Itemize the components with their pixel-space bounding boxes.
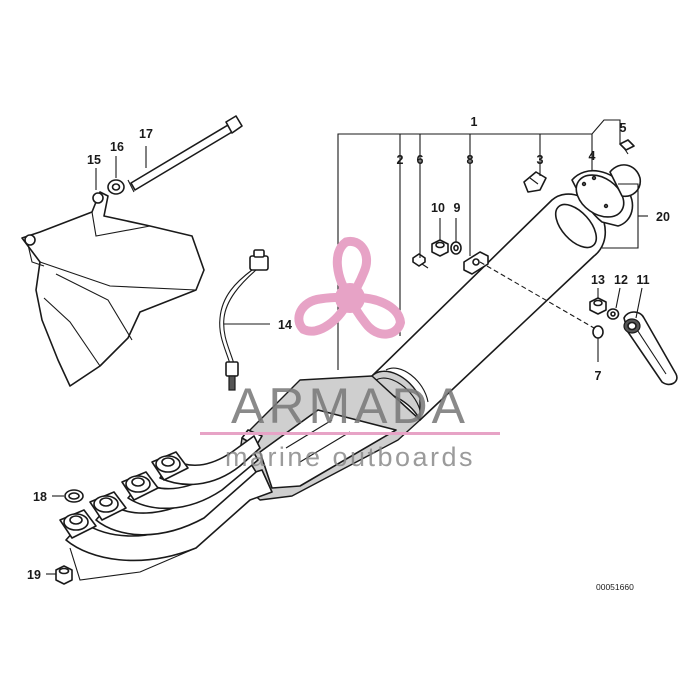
callout-16: 16 [110, 140, 124, 154]
long-bolt-part [127, 115, 243, 193]
callout-9: 9 [454, 201, 461, 215]
callout-17: 17 [139, 127, 153, 141]
callout-7: 7 [595, 369, 602, 383]
hanger-washer-part [606, 308, 620, 320]
leader-lines [46, 119, 648, 575]
armada-watermark: ARMADA marine outboards [200, 236, 500, 472]
callout-15: 15 [87, 153, 101, 167]
callout-18: 18 [33, 490, 47, 504]
hanger-nut-part [589, 297, 607, 315]
end-cap-part [571, 164, 642, 227]
callout-6: 6 [417, 153, 424, 167]
drawing-code: 00051660 [596, 582, 634, 592]
callout-14: 14 [278, 318, 292, 332]
callout-5: 5 [620, 121, 627, 135]
catalytic-converter-part [235, 375, 421, 501]
screw-part [412, 253, 429, 269]
callout-4: 4 [589, 149, 596, 163]
header-flange-2 [89, 491, 127, 521]
header-flange-3 [121, 471, 159, 501]
callout-20: 20 [656, 210, 670, 224]
callout-3: 3 [537, 153, 544, 167]
rear-silencer-part [371, 193, 607, 421]
clamp-part [523, 171, 547, 193]
washer-part [107, 179, 125, 195]
oxygen-sensor-part [219, 249, 269, 391]
o-ring-part [592, 325, 604, 339]
nut-part [55, 565, 73, 585]
callout-labels: 1 2 3 4 5 6 7 8 9 10 11 12 13 14 15 16 1… [27, 115, 670, 592]
end-cap-screw-part [619, 139, 635, 155]
spacer-washer-part [450, 241, 462, 255]
callout-2: 2 [397, 153, 404, 167]
propeller-icon [293, 236, 406, 340]
callout-11: 11 [636, 273, 649, 287]
heat-shield-part [21, 191, 205, 387]
gasket-ring-part [64, 489, 84, 503]
callout-1: 1 [471, 115, 478, 129]
exhaust-header-part [65, 435, 273, 581]
brand-name: ARMADA [231, 378, 469, 434]
header-flange-1 [59, 509, 97, 539]
callout-8: 8 [467, 153, 474, 167]
header-flange-4 [151, 451, 189, 481]
callout-10: 10 [431, 201, 445, 215]
callout-12: 12 [614, 273, 628, 287]
mounting-tab-part [463, 251, 489, 275]
hex-nut-part [431, 239, 449, 257]
callout-13: 13 [591, 273, 605, 287]
callout-19: 19 [27, 568, 41, 582]
brand-tagline: marine outboards [225, 442, 475, 472]
rear-hanger-part [623, 311, 678, 386]
brand-underline [200, 432, 500, 435]
